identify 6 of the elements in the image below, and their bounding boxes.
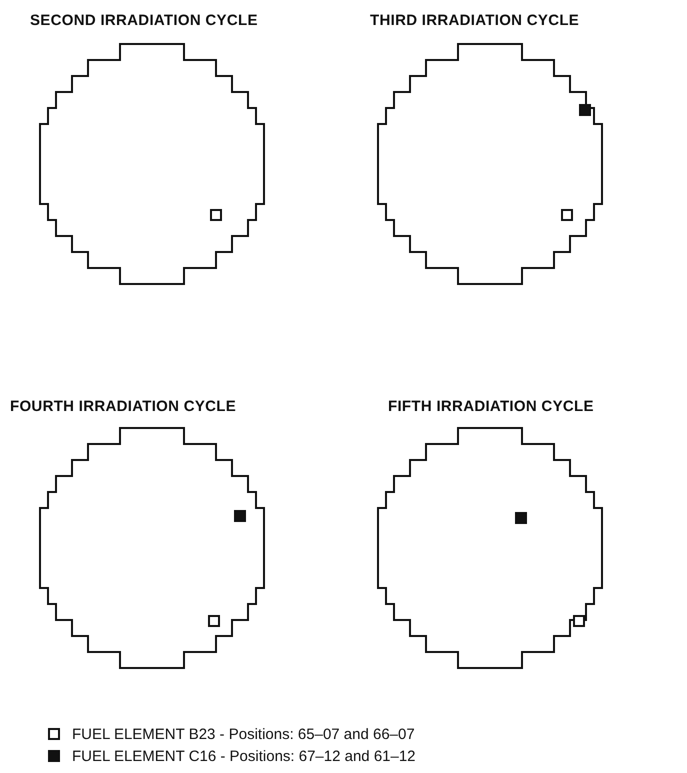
panel-heading: SECOND IRRADIATION CYCLE (30, 12, 258, 29)
legend-text: FUEL ELEMENT C16 - Positions: 67–12 and 61–12 (72, 748, 416, 765)
legend-text: FUEL ELEMENT B23 - Positions: 65–07 and 66–07 (72, 726, 415, 743)
panel-heading: FOURTH IRRADIATION CYCLE (10, 398, 236, 415)
panel-heading: FIFTH IRRADIATION CYCLE (388, 398, 594, 415)
panel-heading: THIRD IRRADIATION CYCLE (370, 12, 580, 29)
